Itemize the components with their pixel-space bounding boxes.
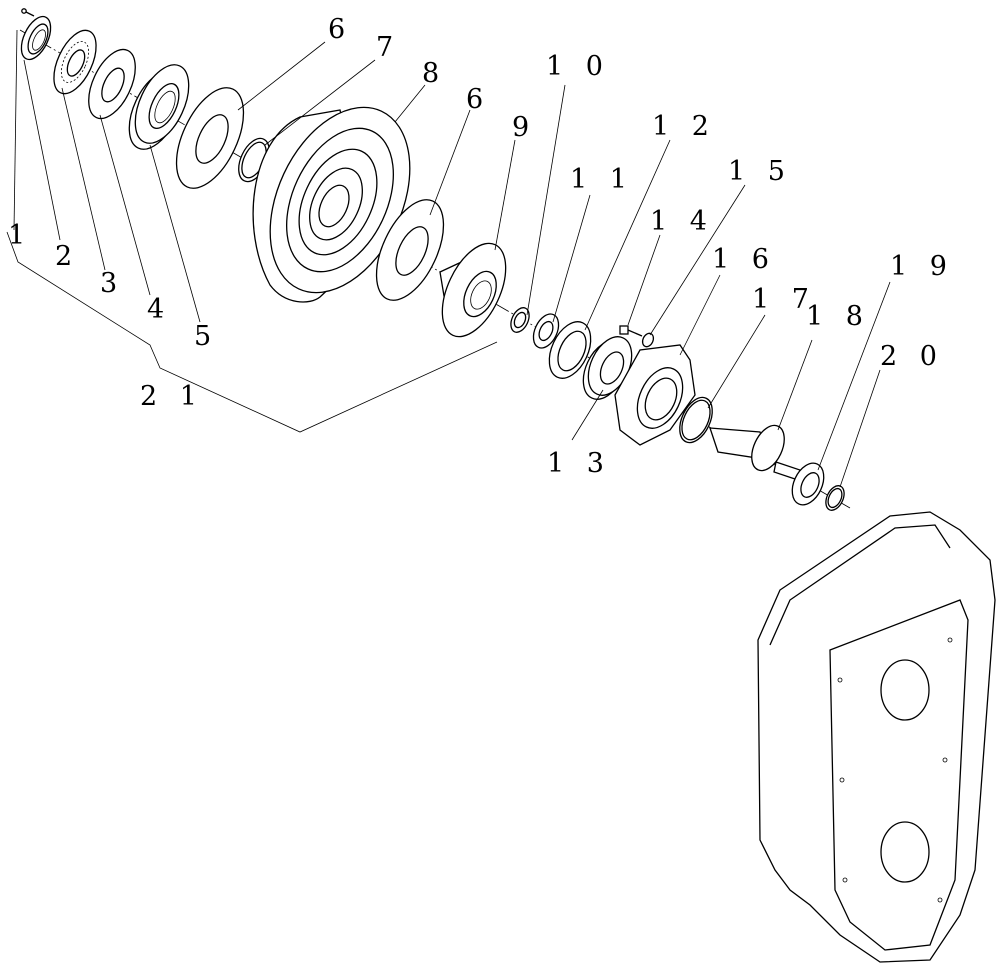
callout-4: 4 [147,294,171,325]
callout-14: 1 4 [650,206,714,237]
callouts: 1 2 3 4 5 6 7 8 6 9 1 0 1 1 1 2 1 3 1 4 … [8,14,954,479]
callout-19: 1 9 [890,251,954,282]
part-8-pulley [252,106,411,303]
part-16-housing [614,344,696,446]
part-11-washer [532,313,560,349]
callout-16: 1 6 [712,244,776,275]
part-14-bolt [619,325,643,337]
leader-lines [6,29,891,488]
part-20-circlip [825,485,845,511]
callout-12: 1 2 [652,111,716,142]
callout-18: 1 8 [806,301,870,332]
part-17-o-ring [679,396,713,444]
callout-10: 1 0 [546,51,610,82]
part-15-washer [641,332,655,348]
callout-2: 2 [55,241,79,272]
callout-6b: 6 [466,84,490,115]
callout-21: 2 1 [140,381,204,412]
callout-8: 8 [422,58,446,89]
part-19-bearing [791,462,825,506]
callout-11: 1 1 [570,164,634,195]
part-13-bearing [582,336,633,400]
callout-20: 2 0 [880,341,944,372]
callout-3: 3 [100,268,124,299]
callout-6a: 6 [328,14,352,45]
part-6-washer-b [375,199,445,301]
part-2-nut [20,15,52,61]
part-1-pin [21,8,35,17]
callout-5: 5 [194,321,218,352]
part-5-bearing [128,64,190,150]
callout-15: 1 5 [728,156,792,187]
callout-1: 1 [8,220,32,251]
part-10-ring [510,307,530,333]
gearbox-cover [757,511,996,963]
part-3-lock-washer [53,29,97,95]
callout-17: 1 7 [752,284,816,315]
callout-7: 7 [376,32,400,63]
callout-13: 1 3 [547,448,611,479]
part-12-seal [548,321,592,379]
part-18-gear-shaft [709,424,801,481]
part-9-hub [439,242,507,338]
callout-9: 9 [512,112,536,143]
part-6-washer-a [175,87,245,189]
part-4-washer [88,48,136,120]
